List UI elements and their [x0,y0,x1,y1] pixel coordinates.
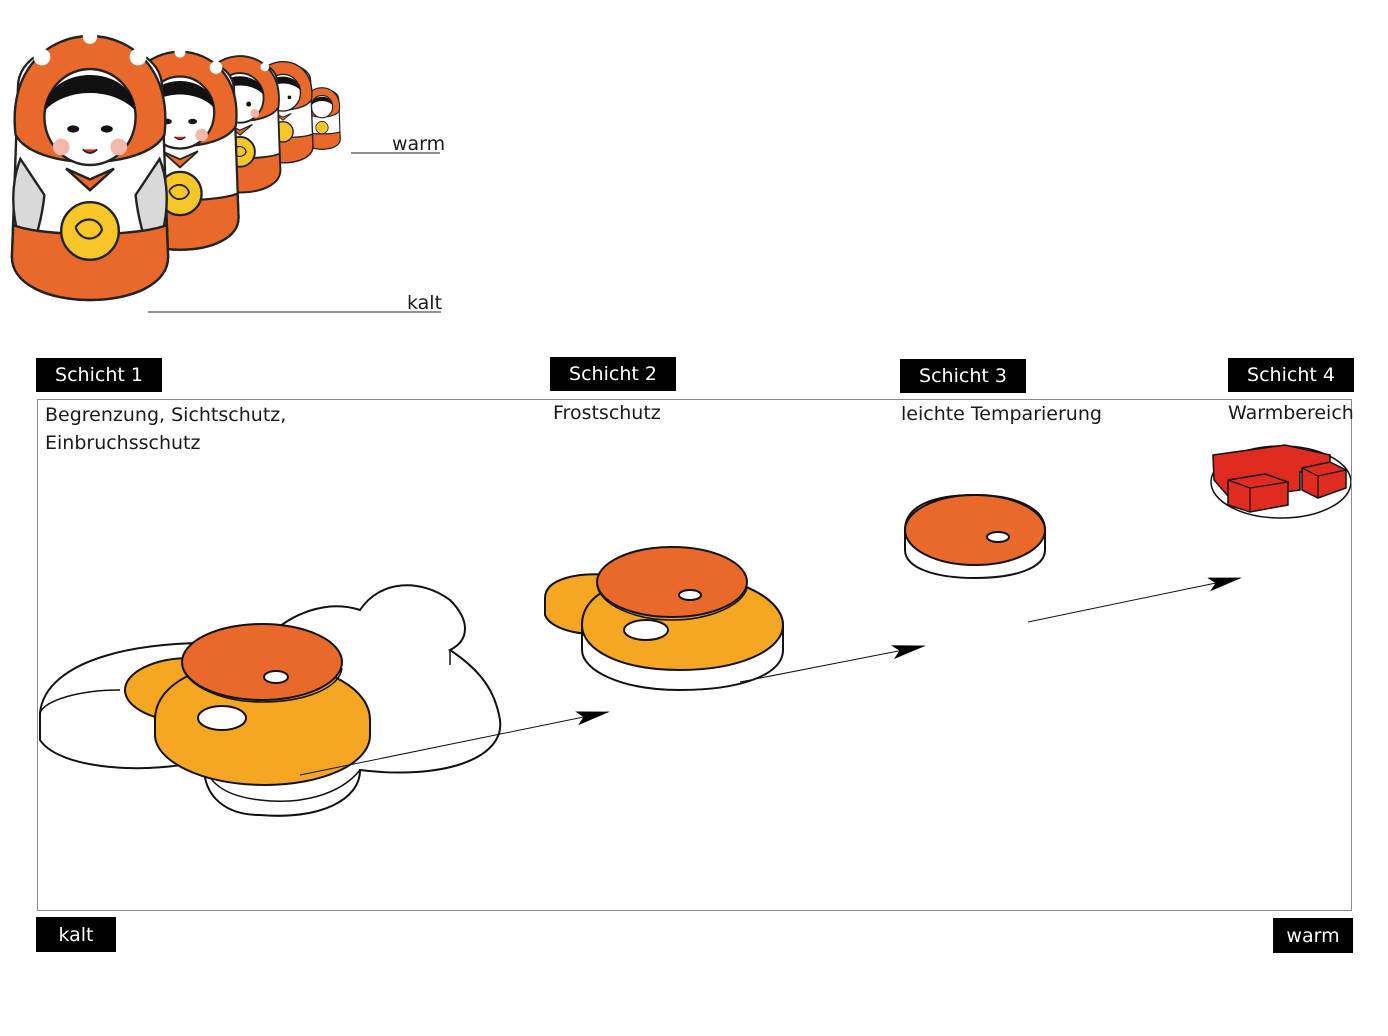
layer-1-label: Schicht 1 [36,358,162,392]
matryoshka-dolls [10,29,341,302]
layer-4-description-line-1: Warmbereich [1228,402,1354,424]
layer-1-description: Begrenzung, Sichtschutz, Einbruchsschutz [45,401,286,457]
doll-legend-warm: warm [392,133,446,155]
layer-3-description: leichte Temparierung [901,400,1102,428]
doll-legend-kalt: kalt [407,292,443,314]
scale-left-label: kalt [36,917,116,952]
layer-4-label: Schicht 4 [1228,358,1354,392]
layer-2-description-line-1: Frostschutz [553,402,661,424]
layer-4-shape [1210,444,1352,519]
arrow-2 [739,645,926,683]
layer-3-shape [904,493,1046,580]
arrow-3 [1027,577,1242,623]
scale-right-label: warm [1273,918,1353,953]
layer-3-label: Schicht 3 [900,359,1026,393]
layer-3-description-line-1: leichte Temparierung [901,403,1102,425]
layer-4-description: Warmbereich [1228,399,1354,427]
layer-2-label: Schicht 2 [550,357,676,391]
layer-1-description-line-1: Begrenzung, Sichtschutz, [45,404,287,426]
matryoshka-doll-1 [10,29,170,302]
layer-1-description-line-2: Einbruchsschutz [45,432,201,454]
arrow-1 [299,711,610,776]
layer-2-description: Frostschutz [553,399,661,427]
diagram-frame [37,399,1352,911]
layer-2-shape [544,546,785,692]
layer-1-shape [39,584,502,817]
